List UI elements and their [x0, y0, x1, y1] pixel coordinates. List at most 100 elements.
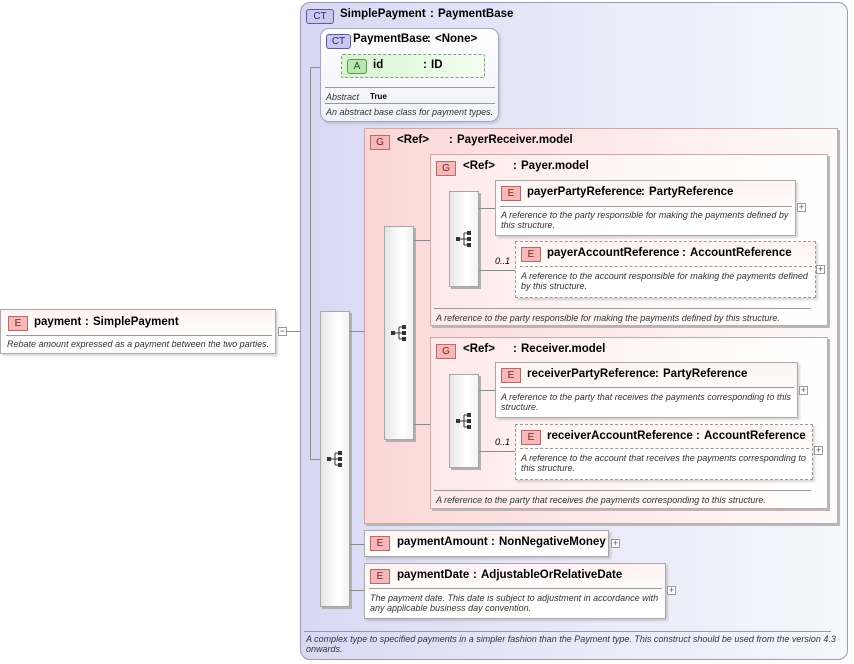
- group-description: A reference to the party responsible for…: [436, 313, 780, 323]
- group-name: Receiver.model: [521, 343, 606, 355]
- id-attribute[interactable]: A id : ID: [341, 54, 485, 78]
- element-type: AdjustableOrRelativeDate: [481, 569, 623, 581]
- divider: [369, 588, 662, 589]
- element-name: payerPartyReference: [527, 186, 643, 198]
- group-badge: G: [436, 161, 456, 176]
- payer-party-reference-element[interactable]: E payerPartyReference : PartyReference A…: [495, 180, 796, 236]
- group-description: A reference to the party that receives t…: [436, 495, 766, 505]
- separator: :: [491, 536, 495, 548]
- type-name: SimplePayment: [340, 8, 426, 20]
- attribute-type: ID: [431, 59, 443, 71]
- connector: [310, 67, 322, 68]
- expand-toggle[interactable]: +: [797, 202, 806, 212]
- element-type: SimplePayment: [93, 316, 179, 328]
- connector: [350, 544, 364, 545]
- element-name: receiverPartyReference: [527, 368, 656, 380]
- group-name: PayerReceiver.model: [457, 134, 573, 146]
- connector: [479, 270, 516, 271]
- separator: :: [423, 59, 427, 71]
- element-badge: E: [521, 430, 541, 445]
- divider: [500, 206, 792, 207]
- element-description: A reference to the party responsible for…: [501, 210, 789, 230]
- separator: :: [696, 430, 700, 442]
- element-description: A reference to the account that receives…: [521, 453, 806, 473]
- element-badge: E: [521, 247, 541, 262]
- sequence-icon: [456, 231, 471, 247]
- separator: :: [473, 569, 477, 581]
- sequence-icon: [327, 451, 342, 467]
- divider: [520, 266, 812, 268]
- divider: [520, 448, 809, 450]
- separator: :: [430, 8, 434, 20]
- connector: [414, 240, 430, 241]
- element-badge: E: [501, 368, 521, 383]
- cardinality: 0..1: [495, 256, 511, 266]
- connector: [414, 424, 430, 425]
- element-type: AccountReference: [690, 247, 792, 259]
- divider: [500, 387, 794, 388]
- divider: [325, 87, 495, 88]
- expand-toggle[interactable]: +: [667, 585, 676, 595]
- element-name: receiverAccountReference: [547, 430, 693, 442]
- payment-element[interactable]: E payment : SimplePayment Rebate amount …: [0, 309, 276, 354]
- connector: [479, 390, 495, 391]
- element-badge: E: [370, 569, 390, 584]
- connector: [310, 459, 320, 460]
- element-description: Rebate amount expressed as a payment bet…: [7, 339, 270, 349]
- payment-base-type: CT PaymentBase : <None> A id : ID Abstra…: [320, 28, 499, 122]
- payment-amount-element[interactable]: E paymentAmount : NonNegativeMoney: [364, 530, 609, 557]
- group-ref: <Ref>: [397, 134, 429, 146]
- divider: [325, 103, 495, 104]
- element-type: PartyReference: [649, 186, 734, 198]
- sequence-icon: [456, 413, 471, 429]
- separator: :: [513, 160, 517, 172]
- element-name: paymentAmount: [397, 536, 488, 548]
- complex-type-badge: CT: [326, 34, 351, 49]
- type-description: An abstract base class for payment types…: [326, 107, 494, 117]
- payer-account-reference-element[interactable]: E payerAccountReference : AccountReferen…: [515, 241, 816, 298]
- cardinality: 0..1: [495, 437, 511, 447]
- element-name: paymentDate: [397, 569, 470, 581]
- group-ref: <Ref>: [463, 343, 495, 355]
- expand-toggle[interactable]: +: [611, 538, 620, 548]
- connector: [479, 451, 516, 452]
- connector: [479, 208, 495, 209]
- separator: :: [449, 134, 453, 146]
- separator: :: [85, 316, 89, 328]
- element-badge: E: [8, 316, 28, 331]
- expand-toggle[interactable]: +: [799, 385, 808, 395]
- attribute-badge: A: [347, 59, 367, 74]
- sequence-icon: [391, 325, 406, 341]
- separator: :: [682, 247, 686, 259]
- element-description: The payment date. This date is subject t…: [370, 593, 659, 613]
- collapse-toggle[interactable]: −: [278, 326, 287, 336]
- element-name: payment: [34, 316, 82, 328]
- receiver-party-reference-element[interactable]: E receiverPartyReference : PartyReferenc…: [495, 362, 798, 418]
- complex-type-badge: CT: [306, 9, 334, 24]
- payer-receiver-sequence[interactable]: [384, 226, 414, 440]
- payment-date-element[interactable]: E paymentDate : AdjustableOrRelativeDate…: [364, 563, 666, 619]
- type-description: A complex type to specified payments in …: [306, 634, 836, 654]
- element-badge: E: [370, 536, 390, 551]
- divider: [6, 335, 272, 336]
- separator: :: [427, 33, 431, 45]
- expand-toggle[interactable]: +: [816, 264, 825, 274]
- divider: [304, 631, 831, 632]
- group-ref: <Ref>: [463, 160, 495, 172]
- receiver-account-reference-element[interactable]: E receiverAccountReference : AccountRefe…: [515, 424, 813, 480]
- separator: :: [655, 368, 659, 380]
- group-badge: G: [436, 344, 456, 359]
- separator: :: [513, 343, 517, 355]
- connector: [350, 331, 364, 332]
- element-description: A reference to the party that receives t…: [501, 392, 791, 412]
- element-type: PartyReference: [663, 368, 748, 380]
- base-type: <None>: [435, 33, 478, 45]
- divider: [434, 308, 811, 309]
- element-type: NonNegativeMoney: [499, 536, 606, 548]
- element-badge: E: [501, 186, 521, 201]
- abstract-label: Abstract: [326, 92, 360, 102]
- element-name: payerAccountReference: [547, 247, 680, 259]
- attribute-name: id: [373, 59, 384, 71]
- divider: [434, 490, 811, 491]
- expand-toggle[interactable]: +: [814, 445, 823, 455]
